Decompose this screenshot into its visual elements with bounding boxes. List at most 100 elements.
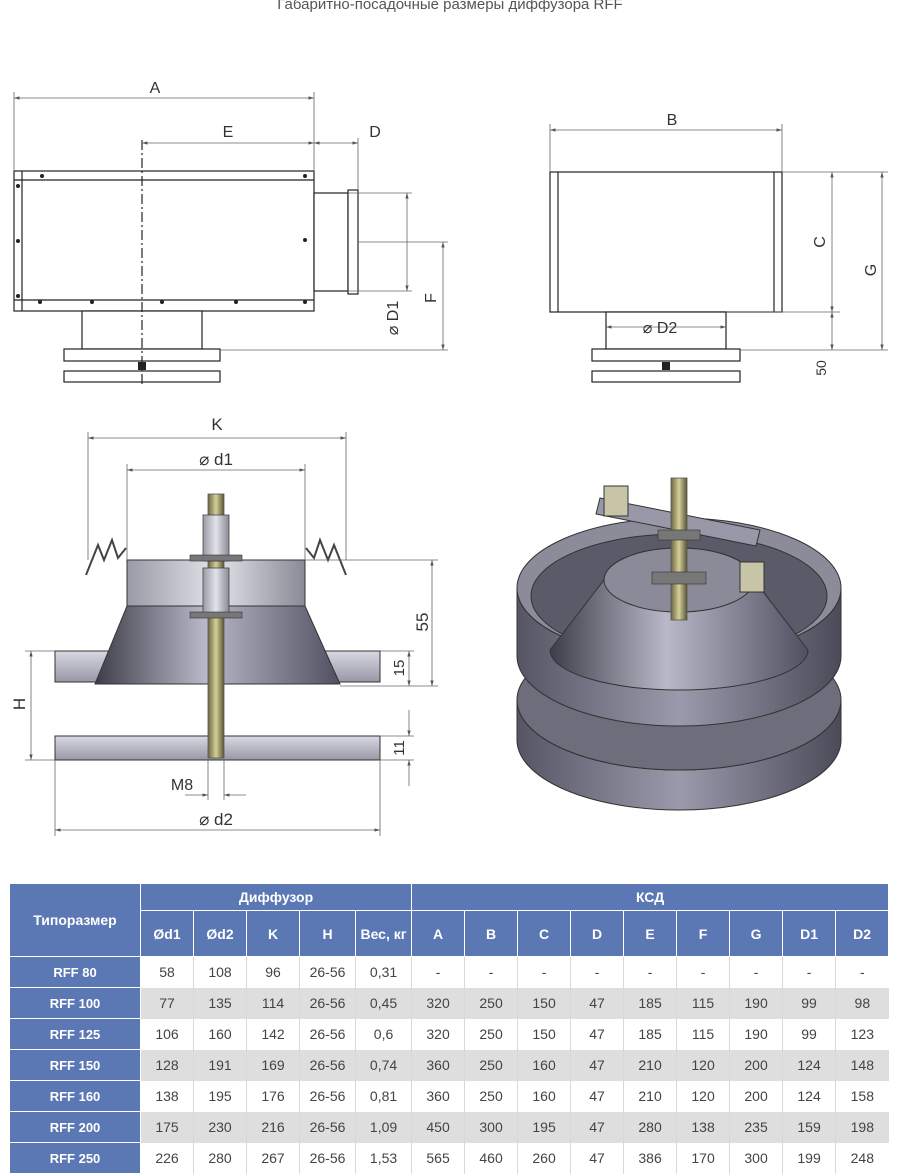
table-cell: 0,31 bbox=[354, 956, 412, 988]
table-cell: 460 bbox=[464, 1142, 518, 1174]
table-cell: 216 bbox=[246, 1111, 300, 1143]
row-label: RFF 150 bbox=[9, 1049, 141, 1081]
table-cell: 250 bbox=[464, 1049, 518, 1081]
table-cell: 280 bbox=[623, 1111, 677, 1143]
table-cell: 26-56 bbox=[299, 1142, 356, 1174]
page-title: Габаритно-посадочные размеры диффузора R… bbox=[277, 0, 623, 13]
column-header: G bbox=[729, 910, 784, 957]
column-header: E bbox=[623, 910, 678, 957]
table-cell: 190 bbox=[729, 1018, 783, 1050]
table-cell: 185 bbox=[623, 987, 677, 1019]
dim-G: G bbox=[863, 264, 880, 276]
column-header: D2 bbox=[835, 910, 890, 957]
table-cell: 230 bbox=[193, 1111, 247, 1143]
diffuser-3d-view bbox=[516, 477, 842, 811]
column-header: F bbox=[676, 910, 731, 957]
table-cell: 135 bbox=[193, 987, 247, 1019]
dim-d1: ⌀ d1 bbox=[199, 450, 233, 469]
table-cell: 360 bbox=[411, 1080, 465, 1112]
dim-E: E bbox=[223, 124, 234, 141]
column-header: D1 bbox=[782, 910, 837, 957]
table-cell: 0,6 bbox=[354, 1018, 412, 1050]
side-view bbox=[549, 124, 888, 383]
dim-d2: ⌀ d2 bbox=[199, 810, 233, 829]
dim-11: 11 bbox=[391, 740, 408, 756]
table-cell: - bbox=[623, 956, 677, 988]
table-cell: 47 bbox=[570, 1142, 624, 1174]
table-cell: 300 bbox=[464, 1111, 518, 1143]
row-label: RFF 200 bbox=[9, 1111, 141, 1143]
row-label: RFF 250 bbox=[9, 1142, 141, 1174]
table-cell: 26-56 bbox=[299, 1080, 356, 1112]
table-cell: 450 bbox=[411, 1111, 465, 1143]
dim-50: 50 bbox=[813, 360, 829, 376]
table-cell: 115 bbox=[676, 987, 730, 1019]
table-cell: 210 bbox=[623, 1049, 677, 1081]
table-cell: 26-56 bbox=[299, 1049, 356, 1081]
table-cell: 250 bbox=[464, 1080, 518, 1112]
table-cell: 138 bbox=[140, 1080, 194, 1112]
dim-D2: ⌀ D2 bbox=[643, 320, 678, 337]
table-cell: - bbox=[835, 956, 889, 988]
table-cell: 99 bbox=[782, 1018, 836, 1050]
table-cell: 58 bbox=[140, 956, 194, 988]
table-cell: 267 bbox=[246, 1142, 300, 1174]
table-cell: 320 bbox=[411, 987, 465, 1019]
table-cell: 169 bbox=[246, 1049, 300, 1081]
dim-D: D bbox=[369, 124, 381, 141]
table-cell: 386 bbox=[623, 1142, 677, 1174]
table-cell: 300 bbox=[729, 1142, 783, 1174]
table-cell: 150 bbox=[517, 1018, 571, 1050]
table-cell: 200 bbox=[729, 1049, 783, 1081]
dim-D1: ⌀ D1 bbox=[385, 301, 402, 336]
table-cell: - bbox=[570, 956, 624, 988]
table-cell: 47 bbox=[570, 1049, 624, 1081]
table-cell: 235 bbox=[729, 1111, 783, 1143]
table-cell: 191 bbox=[193, 1049, 247, 1081]
dim-15: 15 bbox=[391, 660, 408, 677]
table-cell: 115 bbox=[676, 1018, 730, 1050]
table-cell: 124 bbox=[782, 1049, 836, 1081]
table-cell: 360 bbox=[411, 1049, 465, 1081]
table-cell: 47 bbox=[570, 1080, 624, 1112]
table-cell: 47 bbox=[570, 1018, 624, 1050]
table-cell: 190 bbox=[729, 987, 783, 1019]
table-cell: 200 bbox=[729, 1080, 783, 1112]
row-label: RFF 160 bbox=[9, 1080, 141, 1112]
technical-drawing: A E D ⌀ D1 F B C G 50 ⌀ D2 bbox=[10, 80, 888, 836]
table-cell: 195 bbox=[193, 1080, 247, 1112]
table-cell: 199 bbox=[782, 1142, 836, 1174]
table-cell: 150 bbox=[517, 987, 571, 1019]
table-cell: 158 bbox=[835, 1080, 889, 1112]
column-header: Ød2 bbox=[193, 910, 247, 957]
table-cell: 280 bbox=[193, 1142, 247, 1174]
table-cell: 26-56 bbox=[299, 987, 356, 1019]
column-header: Ød1 bbox=[140, 910, 194, 957]
table-cell: 77 bbox=[140, 987, 194, 1019]
table-cell: - bbox=[729, 956, 783, 988]
table-cell: 248 bbox=[835, 1142, 889, 1174]
table-cell: 108 bbox=[193, 956, 247, 988]
table-cell: 198 bbox=[835, 1111, 889, 1143]
table-cell: 47 bbox=[570, 1111, 624, 1143]
table-cell: 26-56 bbox=[299, 956, 356, 988]
table-cell: 0,45 bbox=[354, 987, 412, 1019]
table-cell: 250 bbox=[464, 987, 518, 1019]
table-cell: 120 bbox=[676, 1080, 730, 1112]
dim-B: B bbox=[667, 112, 678, 129]
table-cell: 0,81 bbox=[354, 1080, 412, 1112]
table-cell: 170 bbox=[676, 1142, 730, 1174]
table-cell: - bbox=[782, 956, 836, 988]
table-cell: 160 bbox=[517, 1049, 571, 1081]
row-label: RFF 80 bbox=[9, 956, 141, 988]
table-cell: 0,74 bbox=[354, 1049, 412, 1081]
table-cell: 98 bbox=[835, 987, 889, 1019]
table-cell: - bbox=[411, 956, 465, 988]
table-cell: 142 bbox=[246, 1018, 300, 1050]
row-label: RFF 125 bbox=[9, 1018, 141, 1050]
